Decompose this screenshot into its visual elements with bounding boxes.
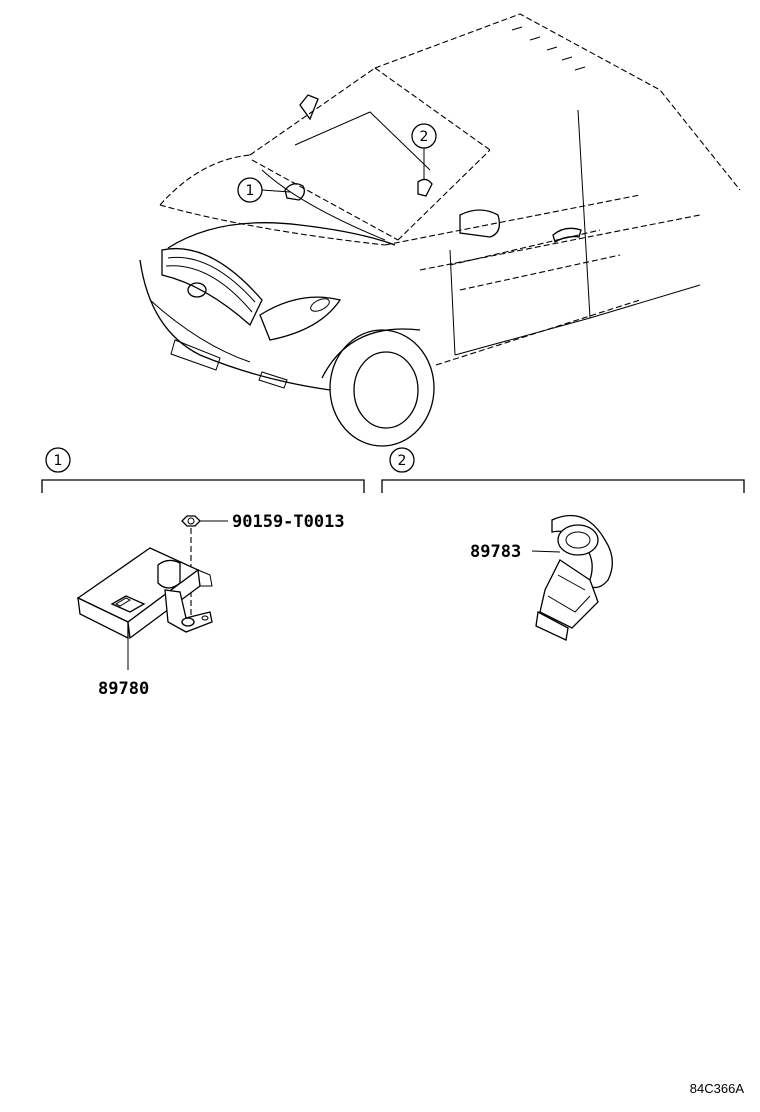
roof-vents xyxy=(511,26,586,71)
front-wheel xyxy=(321,328,435,447)
svg-text:1: 1 xyxy=(246,183,255,199)
section-2-number: 2 xyxy=(398,453,407,469)
sensor-part[interactable] xyxy=(531,514,613,641)
control-module[interactable] xyxy=(76,547,213,670)
screw-part-number[interactable]: 90159-T0013 xyxy=(232,512,345,532)
svg-text:2: 2 xyxy=(420,129,429,145)
module-part-number[interactable]: 89780 xyxy=(98,679,149,699)
section-1-bracket: 1 xyxy=(41,447,365,493)
sensor-part-number[interactable]: 89783 xyxy=(470,542,521,562)
section-2-bracket: 2 xyxy=(381,447,745,493)
front-grille xyxy=(161,247,263,327)
vehicle-callout-2[interactable]: 2 xyxy=(411,123,437,149)
vehicle-callout-1[interactable]: 1 xyxy=(237,177,263,203)
section-1-number: 1 xyxy=(54,453,63,469)
diagram-reference-code: 84C366A xyxy=(690,1081,745,1096)
vehicle-illustration: 1 2 xyxy=(139,13,741,447)
